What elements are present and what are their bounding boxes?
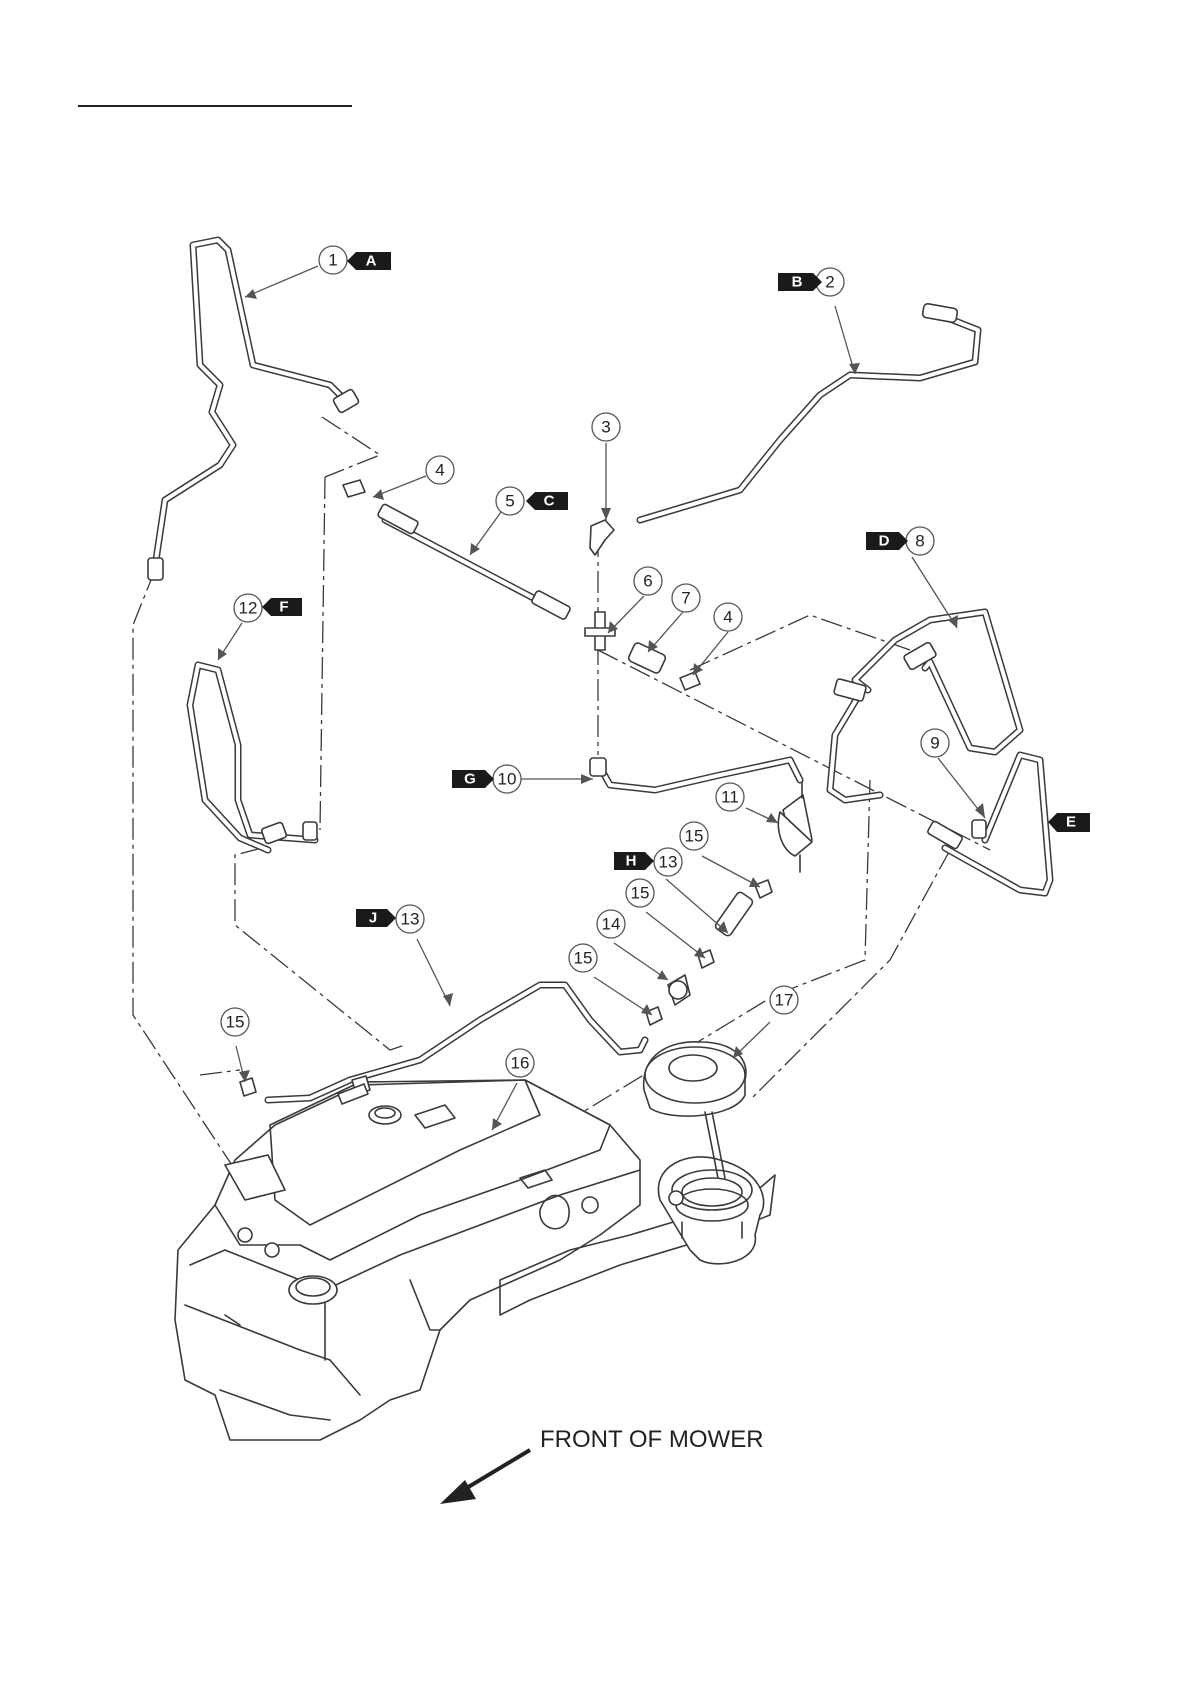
svg-text:3: 3 [601, 418, 610, 437]
callout-14: 14 [597, 910, 625, 938]
tag-F: F [262, 598, 302, 616]
callout-16: 16 [506, 1049, 534, 1077]
tag-J: J [356, 909, 396, 927]
callout-4: 4 [426, 456, 454, 484]
svg-text:15: 15 [574, 949, 593, 968]
svg-text:E: E [1066, 814, 1076, 831]
svg-text:12: 12 [239, 599, 258, 618]
fuel-tank [175, 1079, 775, 1440]
callout-15: 15 [569, 944, 597, 972]
tag-C: C [526, 492, 568, 510]
svg-text:15: 15 [685, 827, 704, 846]
svg-text:11: 11 [721, 788, 739, 807]
tag-H: H [614, 852, 654, 870]
callout-3: 3 [592, 413, 620, 441]
svg-text:D: D [879, 533, 890, 550]
svg-text:2: 2 [825, 273, 834, 292]
svg-text:B: B [792, 274, 803, 291]
callout-15: 15 [680, 822, 708, 850]
callout-11: 11 [716, 783, 744, 811]
svg-text:13: 13 [401, 910, 420, 929]
svg-text:14: 14 [602, 915, 621, 934]
tag-B: B [778, 273, 822, 291]
callouts: 1 2 3 4 4 5 6 7 8 9 10 11 12 13 13 14 15… [221, 246, 949, 1077]
callout-13: 13 [654, 848, 682, 876]
tag-A: A [347, 252, 391, 270]
svg-text:A: A [366, 253, 377, 270]
svg-text:4: 4 [435, 461, 444, 480]
tag-D: D [866, 532, 908, 550]
leader-lines [218, 266, 985, 1130]
svg-text:5: 5 [505, 492, 514, 511]
tag-G: G [452, 770, 494, 788]
callout-12: 12 [234, 594, 262, 622]
callout-17: 17 [770, 986, 798, 1014]
callout-15: 15 [221, 1008, 249, 1036]
callout-5: 5 [496, 487, 524, 515]
svg-text:6: 6 [643, 572, 652, 591]
svg-text:8: 8 [915, 532, 924, 551]
svg-text:4: 4 [723, 608, 732, 627]
callout-1: 1 [319, 246, 347, 274]
tag-E: E [1048, 813, 1090, 832]
callout-7: 7 [672, 584, 700, 612]
front-indicator: FRONT OF MOWER [440, 1426, 764, 1504]
svg-text:C: C [544, 493, 555, 510]
svg-text:15: 15 [226, 1013, 245, 1032]
callout-8: 8 [906, 527, 934, 555]
fittings [148, 303, 986, 1200]
callout-15: 15 [626, 879, 654, 907]
callout-6: 6 [634, 567, 662, 595]
svg-text:9: 9 [930, 734, 939, 753]
svg-text:G: G [464, 771, 476, 788]
svg-text:13: 13 [659, 853, 678, 872]
callout-4: 4 [714, 603, 742, 631]
svg-text:10: 10 [498, 770, 517, 789]
assembly-lines [133, 417, 990, 1200]
svg-text:17: 17 [775, 991, 794, 1010]
callout-13: 13 [396, 905, 424, 933]
fuel-lines [156, 240, 1050, 1100]
callout-9: 9 [921, 729, 949, 757]
svg-text:1: 1 [328, 251, 337, 270]
svg-text:H: H [626, 853, 637, 870]
svg-text:F: F [279, 599, 288, 616]
svg-text:7: 7 [681, 589, 690, 608]
svg-text:16: 16 [511, 1054, 530, 1073]
front-of-mower-label: FRONT OF MOWER [540, 1426, 764, 1453]
callout-10: 10 [493, 765, 521, 793]
svg-text:15: 15 [631, 884, 650, 903]
svg-text:J: J [369, 910, 377, 927]
